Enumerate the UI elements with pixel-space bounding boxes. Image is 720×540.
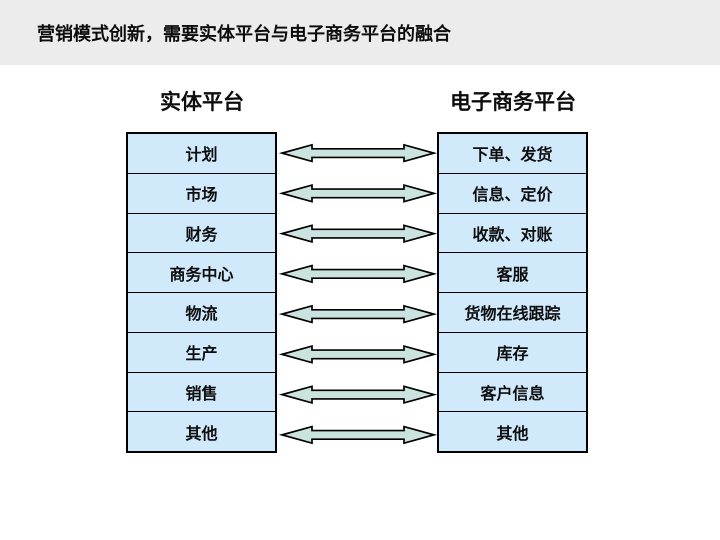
double-arrow xyxy=(278,425,438,445)
table-row: 下单、发货 xyxy=(472,147,553,165)
double-arrow xyxy=(278,264,438,284)
table-row: 收款、对账 xyxy=(439,212,586,253)
right-table: 下单、发货信息、定价收款、对账客服货物在线跟踪库存客户信息其他 xyxy=(437,132,588,453)
table-row: 生产 xyxy=(128,331,275,372)
double-arrow xyxy=(278,304,438,324)
table-row: 计划 xyxy=(185,147,218,165)
right-column-header: 电子商务平台 xyxy=(450,91,576,114)
table-row: 市场 xyxy=(128,172,275,213)
table-row: 财务 xyxy=(128,212,275,253)
double-arrow xyxy=(278,224,438,244)
table-row: 其他 xyxy=(128,411,275,451)
table-row: 客服 xyxy=(439,252,586,292)
double-arrow xyxy=(278,344,438,364)
table-row: 商务中心 xyxy=(128,252,275,292)
left-column-header: 实体平台 xyxy=(160,91,244,114)
table-row: 其他 xyxy=(439,411,586,451)
double-arrow xyxy=(278,143,438,163)
title-band xyxy=(0,0,720,65)
double-arrow xyxy=(278,183,438,203)
double-arrow xyxy=(278,385,438,405)
left-table: 计划市场财务商务中心物流生产销售其他 xyxy=(126,132,277,453)
table-row: 库存 xyxy=(439,331,586,372)
table-row: 信息、定价 xyxy=(439,172,586,213)
table-row: 销售 xyxy=(128,371,275,412)
table-row: 客户信息 xyxy=(439,371,586,412)
table-row: 货物在线跟踪 xyxy=(439,292,586,332)
mapping-arrows xyxy=(278,143,438,445)
slide-title: 营销模式创新，需要实体平台与电子商务平台的融合 xyxy=(37,23,451,44)
table-row: 物流 xyxy=(128,292,275,332)
